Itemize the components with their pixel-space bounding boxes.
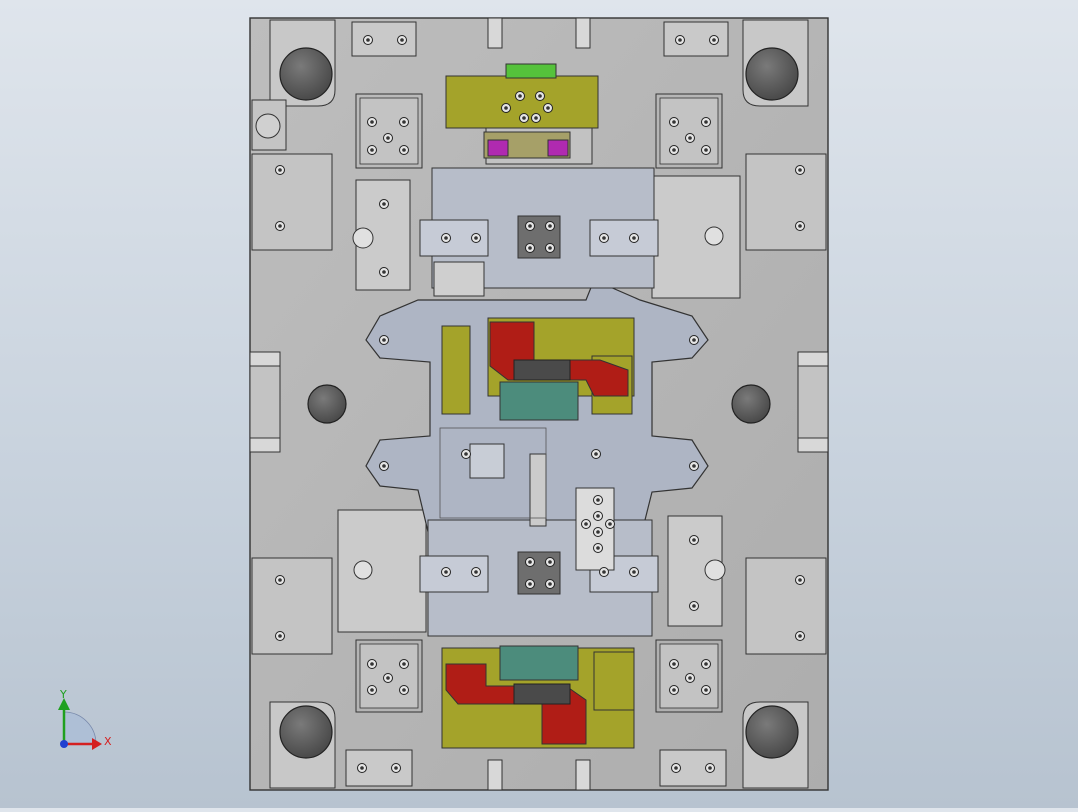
- screw-socket: [704, 120, 708, 124]
- screw-socket: [548, 246, 552, 250]
- screw-socket: [688, 136, 692, 140]
- screw-socket: [674, 766, 678, 770]
- screw-socket: [548, 224, 552, 228]
- screw-socket: [548, 582, 552, 586]
- screw-socket: [394, 766, 398, 770]
- screw-socket: [692, 338, 696, 342]
- screw-socket: [538, 94, 542, 98]
- screw-socket: [602, 570, 606, 574]
- screw-socket: [584, 522, 588, 526]
- screw-socket: [464, 452, 468, 456]
- coordinate-triad: Y X: [58, 688, 112, 750]
- screw-heads: [275, 35, 805, 773]
- screw-socket: [278, 578, 282, 582]
- screw-socket: [692, 538, 696, 542]
- screw-socket: [672, 120, 676, 124]
- triad-x-arrow: [92, 738, 102, 750]
- screw-socket: [370, 148, 374, 152]
- screw-socket: [370, 688, 374, 692]
- screw-socket: [712, 38, 716, 42]
- screw-socket: [608, 522, 612, 526]
- triad-x-label: X: [104, 735, 112, 748]
- screw-socket: [528, 224, 532, 228]
- screw-socket: [596, 530, 600, 534]
- triad-origin: [60, 740, 68, 748]
- screw-socket: [382, 464, 386, 468]
- dark-lifter-bars: [513, 359, 571, 705]
- screw-socket: [692, 604, 696, 608]
- screw-socket: [386, 676, 390, 680]
- screw-socket: [688, 676, 692, 680]
- side-core-blocks: [337, 175, 741, 633]
- top-notches: [487, 17, 591, 791]
- screw-socket: [632, 236, 636, 240]
- screw-socket: [528, 582, 532, 586]
- screw-socket: [692, 464, 696, 468]
- screw-socket: [504, 106, 508, 110]
- screw-socket: [798, 168, 802, 172]
- screw-socket: [534, 116, 538, 120]
- screw-socket: [708, 766, 712, 770]
- screw-socket: [798, 224, 802, 228]
- screw-socket: [444, 570, 448, 574]
- magenta-part-right: [547, 139, 569, 157]
- screw-socket: [278, 168, 282, 172]
- screw-socket: [474, 236, 478, 240]
- screw-socket: [402, 148, 406, 152]
- screw-socket: [672, 688, 676, 692]
- screw-socket: [528, 560, 532, 564]
- screw-socket: [400, 38, 404, 42]
- green-part: [505, 63, 557, 79]
- cavity-frames: [355, 93, 723, 713]
- screw-socket: [360, 766, 364, 770]
- triad-y-label: Y: [59, 688, 67, 701]
- central-window: [469, 443, 505, 479]
- side-notches: [249, 351, 829, 453]
- screw-socket: [704, 662, 708, 666]
- screw-socket: [632, 570, 636, 574]
- screw-socket: [522, 116, 526, 120]
- window-outline: [439, 427, 547, 519]
- screw-socket: [528, 246, 532, 250]
- side-core-pins: [352, 226, 726, 581]
- screw-socket: [596, 514, 600, 518]
- screw-socket: [278, 634, 282, 638]
- screw-socket: [678, 38, 682, 42]
- screw-socket: [386, 136, 390, 140]
- screw-socket: [370, 120, 374, 124]
- screw-socket: [402, 688, 406, 692]
- screw-socket: [402, 120, 406, 124]
- ejector-knockout: [255, 113, 281, 139]
- screw-socket: [546, 106, 550, 110]
- screw-socket: [602, 236, 606, 240]
- screw-socket: [474, 570, 478, 574]
- screw-socket: [672, 662, 676, 666]
- screw-socket: [370, 662, 374, 666]
- screw-socket: [672, 148, 676, 152]
- screw-socket: [594, 452, 598, 456]
- screw-socket: [548, 560, 552, 564]
- magenta-part-left: [487, 139, 509, 157]
- screw-socket: [382, 270, 386, 274]
- screw-socket: [798, 634, 802, 638]
- screw-socket: [382, 338, 386, 342]
- triad-y-arrow: [58, 698, 70, 710]
- teal-blocks: [499, 381, 579, 681]
- screw-socket: [596, 498, 600, 502]
- screw-socket: [382, 202, 386, 206]
- screw-socket: [704, 688, 708, 692]
- screw-socket: [704, 148, 708, 152]
- screw-socket: [278, 224, 282, 228]
- screw-socket: [518, 94, 522, 98]
- screw-socket: [402, 662, 406, 666]
- side-lock-blocks: [251, 99, 827, 655]
- screw-socket: [366, 38, 370, 42]
- screw-socket: [596, 546, 600, 550]
- screw-socket: [798, 578, 802, 582]
- triad-origin-arc: [63, 711, 97, 745]
- screw-socket: [444, 236, 448, 240]
